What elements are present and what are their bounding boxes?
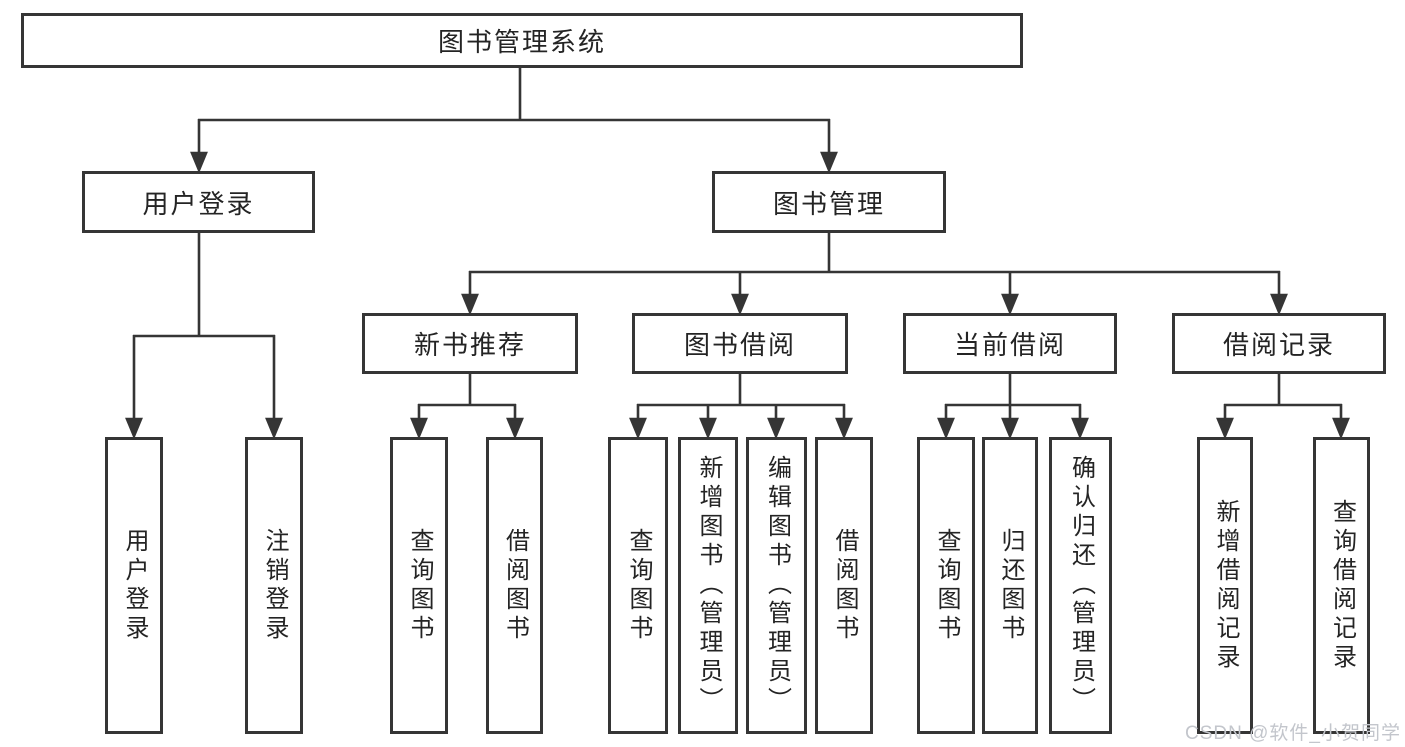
- node-label: 图书借阅: [683, 330, 796, 360]
- node-label: 用户登录: [142, 188, 255, 219]
- node-label: 查询借阅记录: [1328, 498, 1356, 673]
- arrowhead: [699, 417, 717, 440]
- node-label: 当前借阅: [953, 330, 1066, 360]
- node-borrowing-records: 借阅记录: [1172, 313, 1386, 374]
- node-leaf-borrow-books: 借阅图书: [815, 437, 873, 734]
- arrowhead: [820, 151, 838, 174]
- arrowhead: [1270, 293, 1288, 316]
- node-label: 用户登录: [121, 527, 148, 644]
- node-leaf-user-login: 用户登录: [105, 437, 163, 734]
- node-book-management: 图书管理: [712, 171, 946, 233]
- arrowhead: [1216, 417, 1234, 440]
- arrowhead: [767, 417, 785, 440]
- arrowhead: [731, 293, 749, 316]
- node-label: 图书管理系统: [437, 27, 606, 57]
- connector-user-login-to-leaves: [125, 232, 283, 440]
- arrowhead: [1001, 417, 1019, 440]
- node-leaf-add-books-admin: 新增图书（管理员）: [678, 437, 738, 734]
- connector-borrowing-records-to-leaves: [1216, 373, 1350, 440]
- node-leaf-query-books-current: 查询图书: [917, 437, 975, 734]
- node-label: 编辑图书（管理员）: [763, 455, 791, 716]
- arrowhead: [1332, 417, 1350, 440]
- arrowhead: [461, 293, 479, 316]
- arrowhead: [629, 417, 647, 440]
- node-leaf-query-books-recommend: 查询图书: [390, 437, 448, 734]
- node-label: 确认归还（管理员）: [1067, 455, 1095, 716]
- node-label: 查询图书: [933, 527, 960, 644]
- node-label: 归还图书: [997, 527, 1024, 644]
- connector-root-to-level1: [190, 66, 838, 174]
- node-leaf-borrow-books-recommend: 借阅图书: [486, 437, 543, 734]
- node-leaf-return-books: 归还图书: [982, 437, 1038, 734]
- arrowhead: [265, 417, 283, 440]
- node-label: 新增借阅记录: [1212, 498, 1239, 673]
- connector-book-management-to-level2: [461, 232, 1288, 316]
- node-label: 借阅图书: [501, 527, 529, 644]
- connector-book-borrowing-to-leaves: [629, 373, 853, 440]
- node-leaf-confirm-return-admin: 确认归还（管理员）: [1049, 437, 1112, 734]
- arrowhead: [125, 417, 143, 440]
- node-label: 查询图书: [406, 527, 433, 644]
- connector-new-book-recommendation-to-leaves: [410, 373, 524, 440]
- node-label: 新书推荐: [413, 330, 526, 360]
- node-label: 图书管理: [772, 188, 885, 219]
- node-current-borrowing: 当前借阅: [903, 313, 1117, 374]
- watermark: CSDN @软件_小贺同学: [1185, 723, 1401, 744]
- arrowhead: [506, 417, 524, 440]
- arrowhead: [937, 417, 955, 440]
- node-leaf-query-borrow-record: 查询借阅记录: [1313, 437, 1370, 734]
- node-new-book-recommendation: 新书推荐: [362, 313, 578, 374]
- node-leaf-add-borrow-record: 新增借阅记录: [1197, 437, 1253, 734]
- node-label: 借阅记录: [1222, 330, 1335, 360]
- node-root: 图书管理系统: [21, 13, 1023, 68]
- node-book-borrowing: 图书借阅: [632, 313, 848, 374]
- node-leaf-query-books-borrow: 查询图书: [608, 437, 668, 734]
- node-label: 查询图书: [625, 527, 652, 644]
- node-user-login: 用户登录: [82, 171, 315, 233]
- arrowhead: [1001, 293, 1019, 316]
- arrowhead: [835, 417, 853, 440]
- arrowhead: [410, 417, 428, 440]
- node-leaf-edit-books-admin: 编辑图书（管理员）: [746, 437, 807, 734]
- arrowhead: [190, 151, 208, 174]
- arrowhead: [1071, 417, 1089, 440]
- node-label: 借阅图书: [831, 527, 858, 644]
- node-label: 新增图书（管理员）: [695, 455, 722, 716]
- connector-current-borrowing-to-leaves: [937, 373, 1089, 440]
- node-label: 注销登录: [261, 527, 288, 644]
- node-leaf-logout: 注销登录: [245, 437, 303, 734]
